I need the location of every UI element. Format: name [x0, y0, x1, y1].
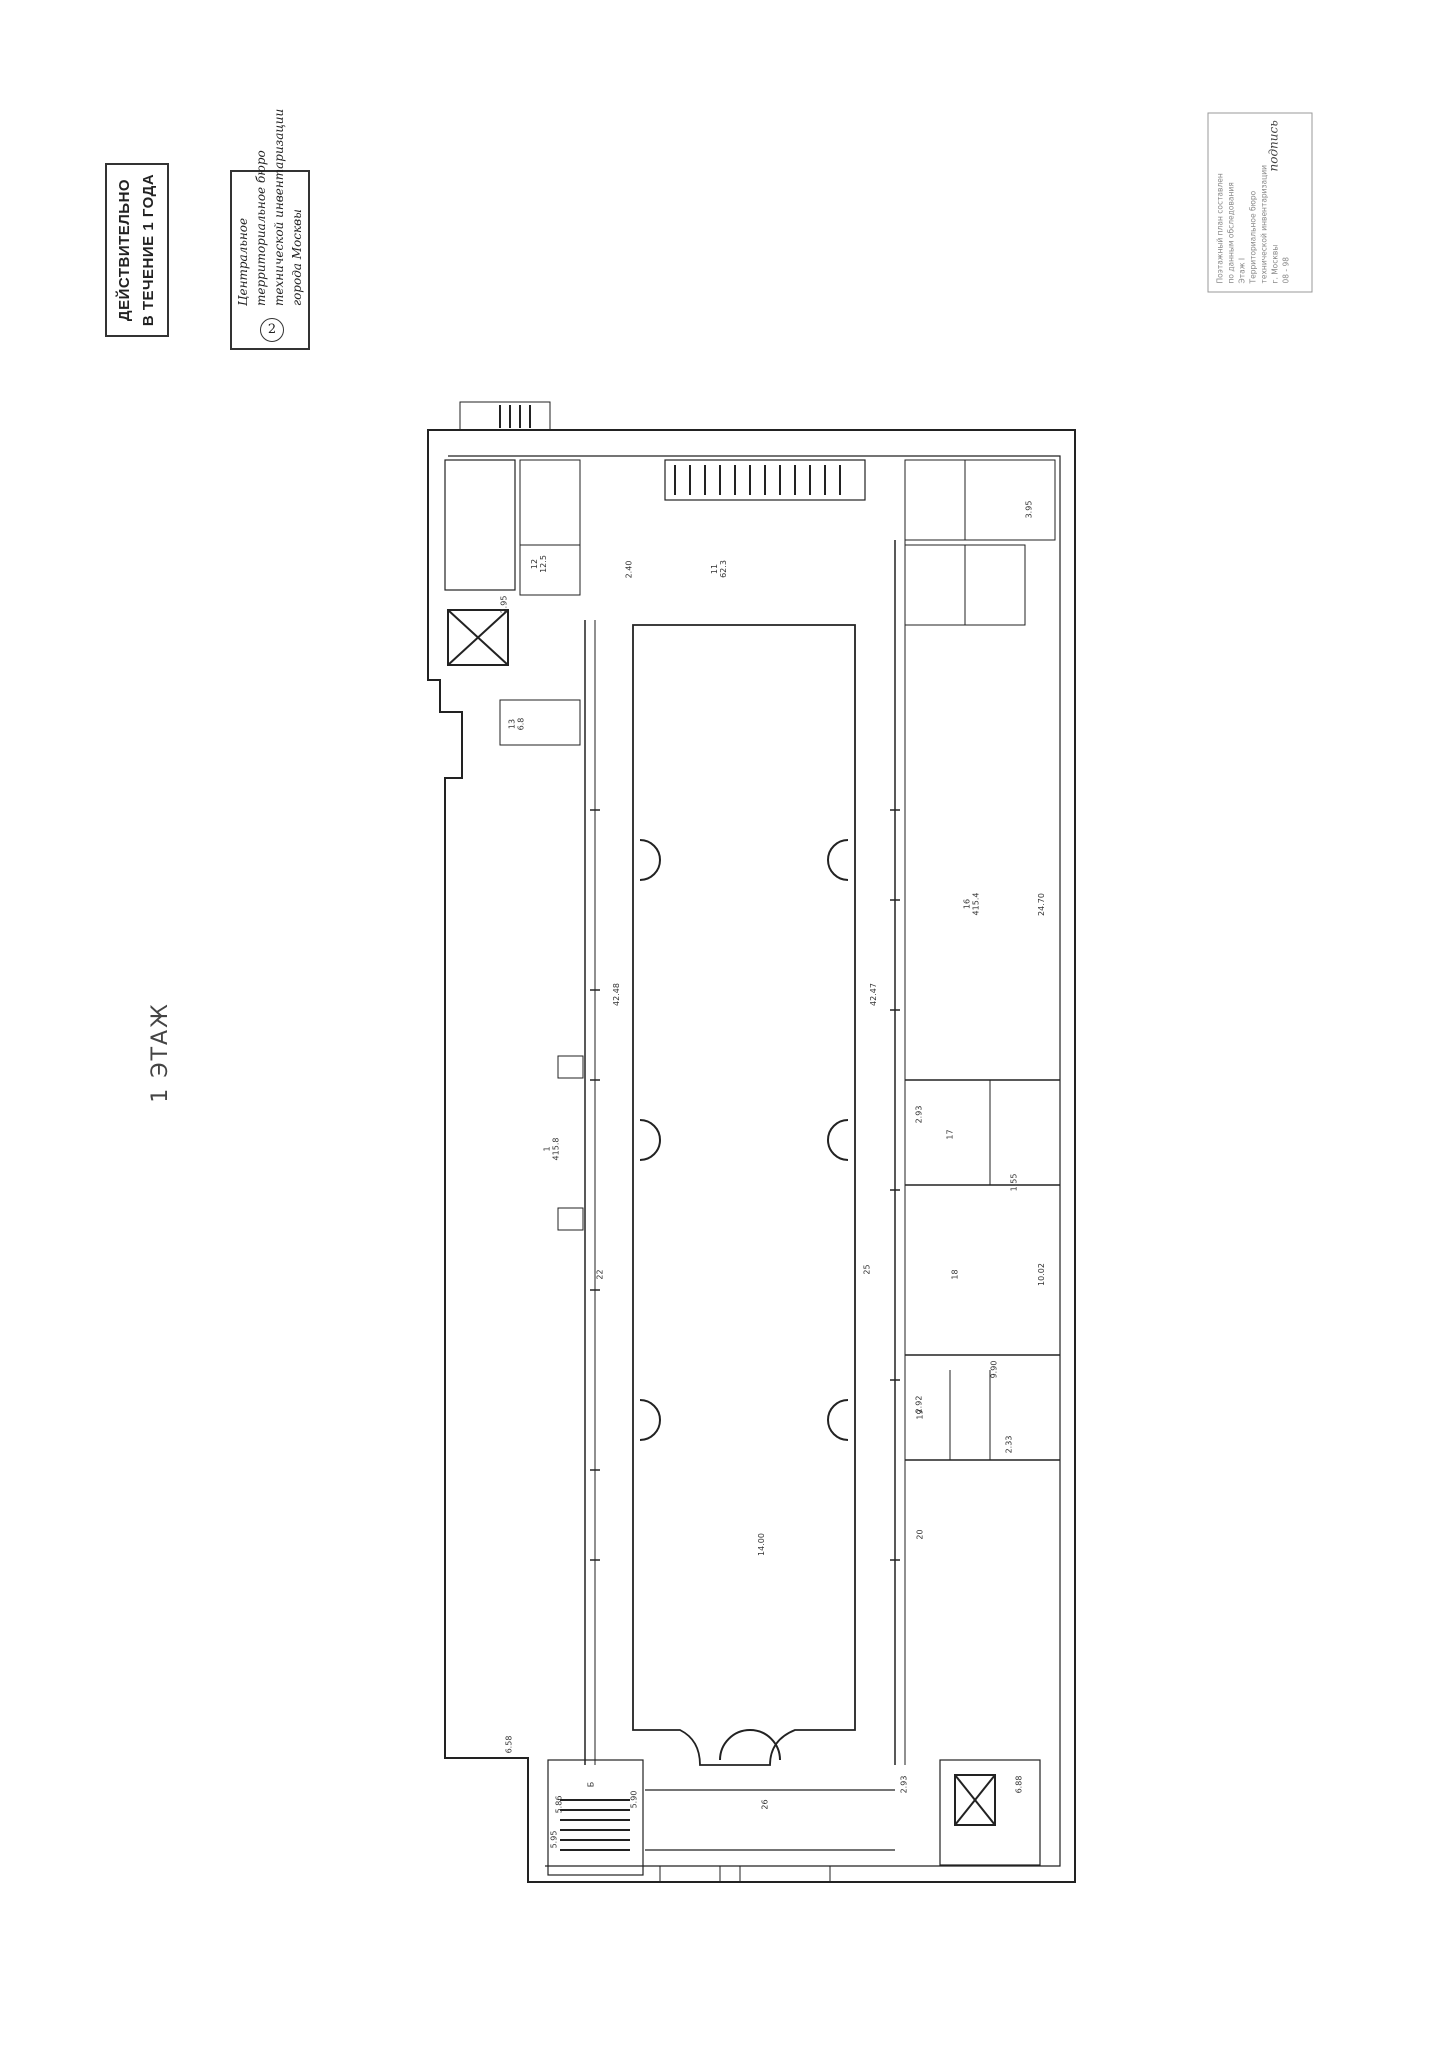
- dimension-label: 1.55: [1009, 1173, 1019, 1192]
- room-number: 12: [529, 558, 539, 570]
- dimension-label: 9.90: [989, 1360, 999, 1379]
- room-label: Б: [586, 1782, 595, 1788]
- room-number: 25: [862, 1264, 872, 1275]
- room-area: 415.8: [551, 1137, 561, 1161]
- dimension-label: 2.95: [499, 595, 509, 614]
- room-number: 13: [507, 718, 517, 730]
- room-label: 17: [946, 1129, 955, 1139]
- se-stair: [939, 1759, 1041, 1866]
- dimension-label: 42.48: [611, 983, 621, 1006]
- room-label: 26: [761, 1799, 770, 1809]
- dimension-label: 3.95: [1024, 500, 1034, 519]
- room-number: 17: [945, 1129, 955, 1140]
- building-outline: [427, 429, 1076, 1883]
- dimension-label: 14.00: [756, 1533, 766, 1556]
- room-number: 26: [760, 1799, 770, 1810]
- room-number: 11: [709, 563, 719, 575]
- room-area: 12.5: [538, 555, 548, 573]
- dimension-label: 2.33: [1004, 1435, 1014, 1454]
- nw-stair: [444, 459, 516, 591]
- dimension-label: 5.95: [549, 1830, 559, 1849]
- room-label: 16 415.4: [962, 893, 980, 916]
- dimension-label: 5.86: [554, 1795, 564, 1814]
- dimension-label: 2.40: [624, 560, 634, 579]
- dimension-label: 10.02: [1036, 1263, 1046, 1286]
- room-label: 25: [863, 1264, 872, 1274]
- dimension-label: 6.88: [1014, 1775, 1024, 1794]
- central-atrium: [632, 624, 856, 1766]
- dimension-label: 42.47: [868, 983, 878, 1006]
- dimension-label: 2.93: [914, 1105, 924, 1124]
- dimension-label: 2.92: [914, 1395, 924, 1414]
- room-number: 18: [950, 1269, 960, 1280]
- room-number: 20: [915, 1529, 925, 1540]
- room-area: 62.3: [718, 560, 728, 578]
- sw-stair: [547, 1759, 644, 1876]
- dimension-label: 24.70: [1036, 893, 1046, 916]
- room-label: 22: [596, 1269, 605, 1279]
- room-label: 18: [951, 1269, 960, 1279]
- dimension-label: 6.58: [504, 1735, 514, 1754]
- dimension-label: 5.90: [629, 1790, 639, 1809]
- room-label: 1 415.8: [542, 1138, 560, 1161]
- room-area: 6.8: [516, 717, 526, 731]
- room-number: 16: [962, 898, 972, 910]
- room-number: 1: [542, 1146, 552, 1152]
- room-number: Б: [586, 1781, 596, 1788]
- room-number: 22: [595, 1269, 605, 1280]
- top-stair: [664, 459, 866, 501]
- room-label: 12 12.5: [530, 555, 548, 573]
- dimension-label: 2.93: [899, 1775, 909, 1794]
- room-label: 13 6.8: [507, 718, 525, 731]
- room-label: 11 62.3: [710, 560, 728, 578]
- room-area: 415.4: [971, 892, 981, 916]
- room-label: 20: [916, 1529, 925, 1539]
- nw-lift: [447, 609, 509, 666]
